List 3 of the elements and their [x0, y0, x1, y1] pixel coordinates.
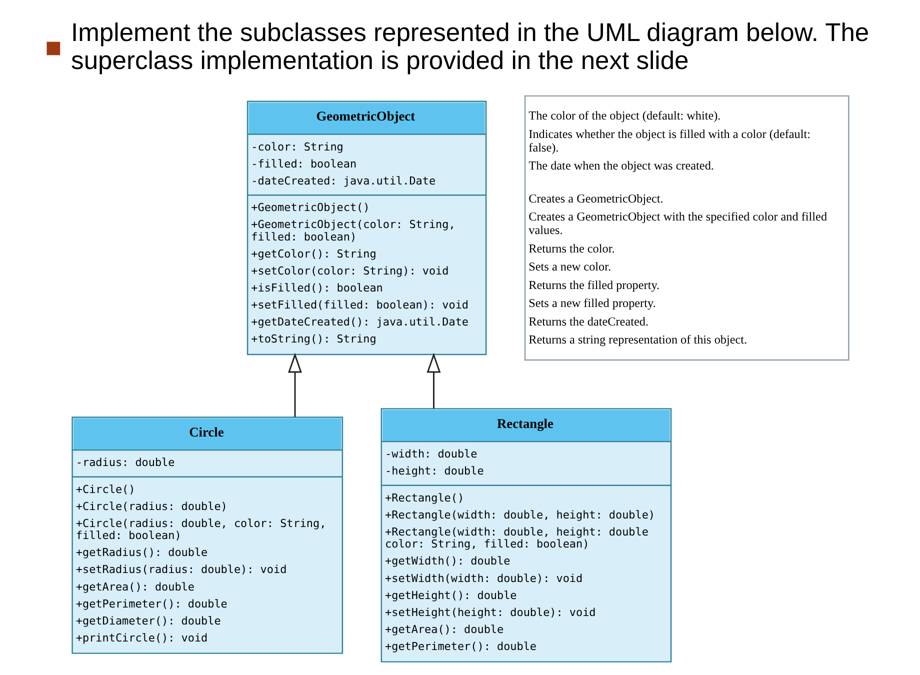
arrow: [288, 352, 302, 417]
arrow: [426, 352, 440, 408]
diagram-title: Implement the subclasses represented in the UML diagram below. The superclass implementation is provided in the next slide: [70, 18, 869, 75]
